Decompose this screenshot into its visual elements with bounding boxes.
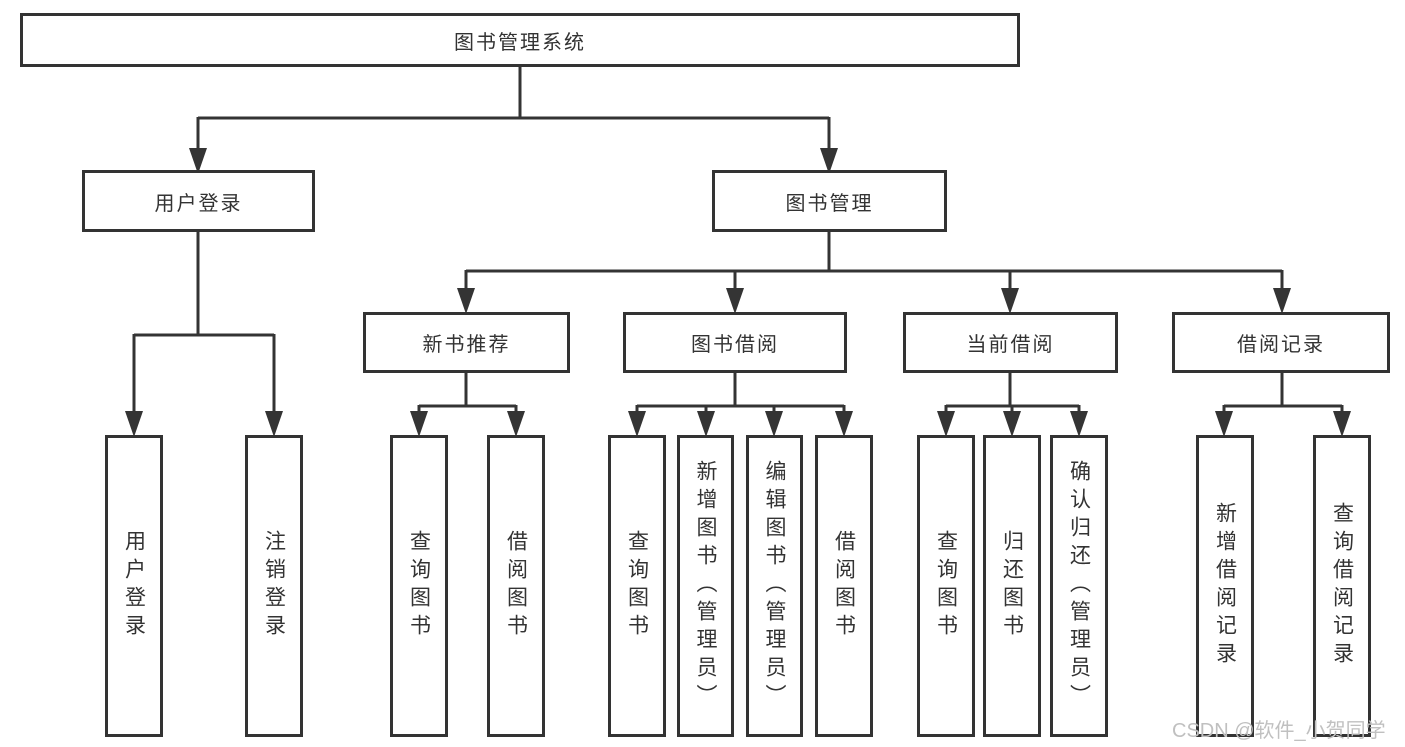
arrow-down-icon [726,288,744,314]
node-label: 查询图书 [407,530,431,642]
arrow-down-icon [628,411,646,437]
arrow-down-icon [189,148,207,174]
arrow-down-icon [457,288,475,314]
node-label: 归还图书 [1000,530,1024,642]
node-library-management-system: 图书管理系统 [20,13,1020,67]
leaf-borrow-books-recommend: 借阅图书 [487,435,545,737]
arrow-down-icon [265,411,283,437]
arrow-down-icon [1333,411,1351,437]
arrow-down-icon [410,411,428,437]
arrow-down-icon [765,411,783,437]
leaf-return-books: 归还图书 [983,435,1041,737]
leaf-add-borrow-record: 新增借阅记录 [1196,435,1254,737]
leaf-query-books-current: 查询图书 [917,435,975,737]
node-label: 借阅图书 [504,530,528,642]
arrowhead-icons [125,148,1351,437]
node-current-borrowing: 当前借阅 [903,312,1118,373]
leaf-borrow-books-borrowing: 借阅图书 [815,435,873,737]
node-label: 编辑图书（管理员） [763,460,786,712]
node-label: 用户登录 [122,530,146,642]
leaf-edit-books-admin: 编辑图书（管理员） [746,435,803,737]
node-new-book-recommend: 新书推荐 [363,312,570,373]
arrow-down-icon [507,411,525,437]
arrow-down-icon [1001,288,1019,314]
node-borrowing-records: 借阅记录 [1172,312,1390,373]
csdn-watermark: CSDN @软件_小贺同学 [1172,720,1386,742]
arrow-down-icon [125,411,143,437]
node-label: 新书推荐 [422,334,511,356]
node-label: 图书借阅 [691,334,779,356]
leaf-query-books-recommend: 查询图书 [390,435,448,737]
node-label: 借阅图书 [832,530,856,642]
node-book-borrowing: 图书借阅 [623,312,847,373]
leaf-query-books-borrowing: 查询图书 [608,435,666,737]
arrow-down-icon [835,411,853,437]
node-label: 新增借阅记录 [1213,502,1237,670]
arrow-down-icon [937,411,955,437]
arrow-down-icon [1273,288,1291,314]
leaf-confirm-return-admin: 确认归还（管理员） [1050,435,1108,737]
node-label: 查询图书 [934,530,958,642]
node-label: 用户登录 [154,192,243,215]
node-label: 新增图书（管理员） [694,460,717,712]
node-label: 当前借阅 [966,334,1055,356]
node-book-management: 图书管理 [712,170,947,232]
node-label: 确认归还（管理员） [1067,460,1091,712]
leaf-user-login: 用户登录 [105,435,163,737]
leaf-add-books-admin: 新增图书（管理员） [677,435,734,737]
node-label: 图书管理 [785,192,874,215]
node-label: 图书管理系统 [454,31,586,54]
arrow-down-icon [1003,411,1021,437]
node-label: 查询图书 [625,530,649,642]
node-label: 查询借阅记录 [1330,502,1354,670]
arrow-down-icon [820,148,838,174]
node-label: 借阅记录 [1237,334,1325,356]
leaf-logout: 注销登录 [245,435,303,737]
leaf-query-borrow-record: 查询借阅记录 [1313,435,1371,737]
arrow-down-icon [1070,411,1088,437]
arrow-down-icon [1215,411,1233,437]
node-label: 注销登录 [262,530,286,642]
arrow-down-icon [697,411,715,437]
node-user-login: 用户登录 [82,170,315,232]
